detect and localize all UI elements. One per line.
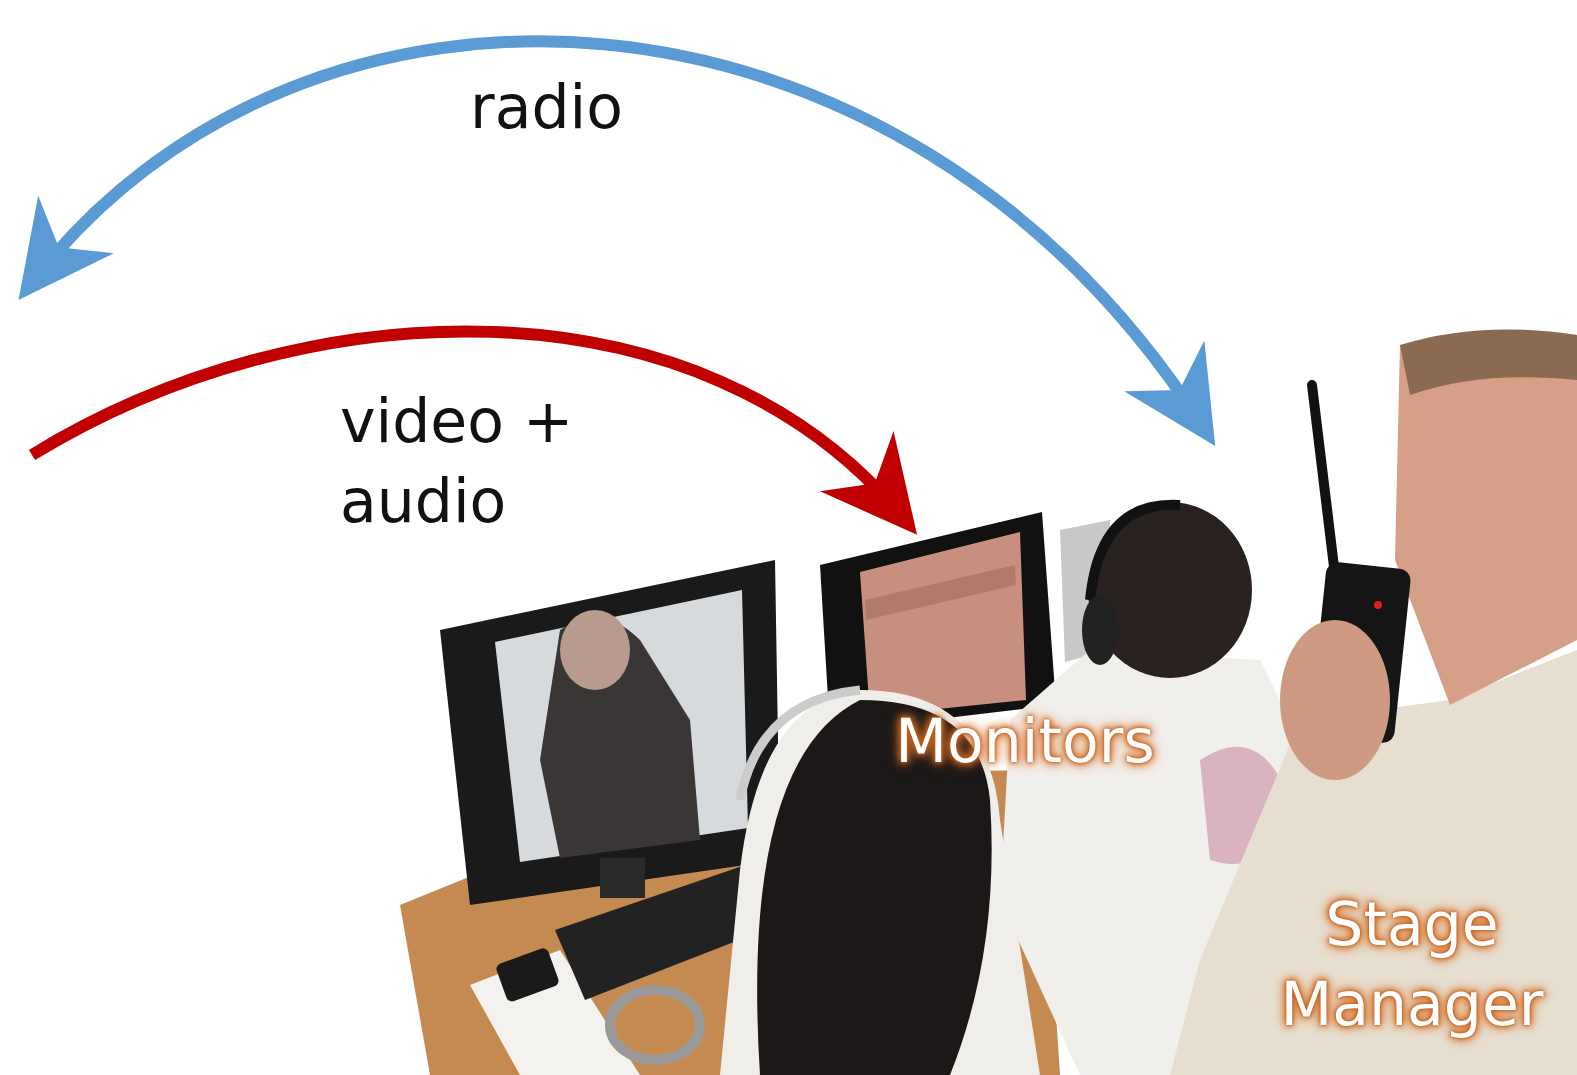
hand [1280,620,1390,780]
phone [495,947,560,1003]
antenna [1312,385,1335,575]
monitor-screen [860,532,1026,716]
monitor-screen [495,590,748,862]
headset [1090,505,1180,600]
screen-detail [865,565,1016,620]
headset-cup [1082,595,1118,665]
monitor-stand [600,858,645,898]
radio-led [1374,601,1382,609]
arrow-label: radio [470,68,730,148]
part-label: Stage Manager [1262,885,1562,1045]
headphones [610,990,700,1060]
screen-face [560,610,630,690]
headset [740,690,860,800]
hair [1400,329,1577,395]
monitor [440,560,780,905]
part-label: Monitors [860,702,1190,782]
arrow-label: video + audio [340,382,605,542]
